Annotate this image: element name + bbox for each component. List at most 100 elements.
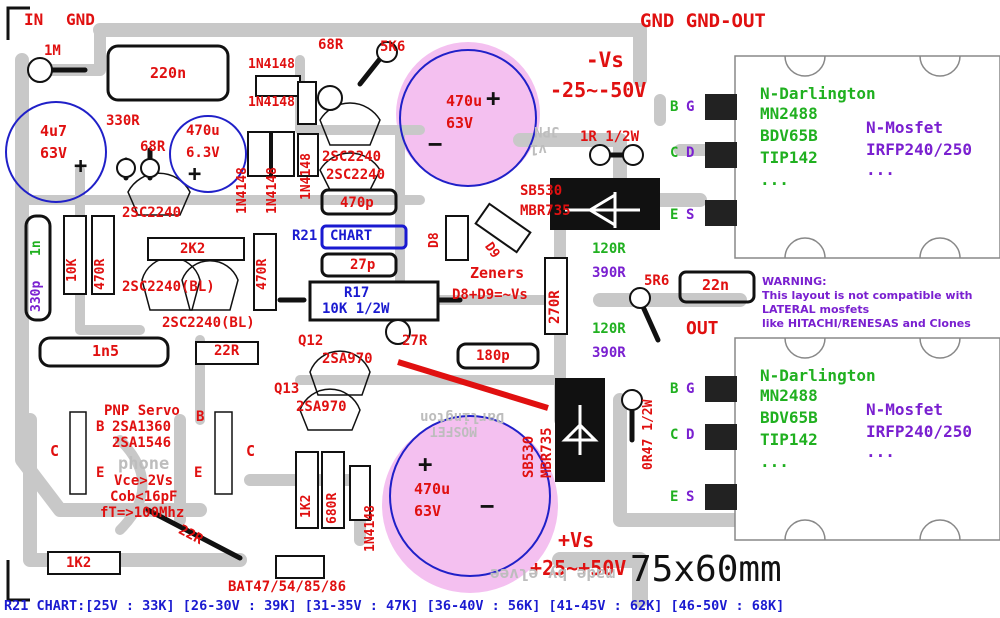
d8-label: D8 <box>427 232 442 248</box>
darlington-part-1-top: MN2488 <box>760 104 818 123</box>
r-5k6-label: 5K6 <box>380 39 406 55</box>
r-470r-a-label: 470R <box>93 258 108 290</box>
c-4u7-label: 4u7 <box>40 122 68 140</box>
r-27r-label: 27R <box>402 333 428 349</box>
servo-part-1: 2SA1360 <box>112 419 172 435</box>
neg-rail-label: -Vs <box>586 48 624 72</box>
warning-line-2: This layout is not compatible with <box>762 289 973 302</box>
c-470p-label: 470p <box>340 195 374 211</box>
r17-value: 10K 1/2W <box>322 301 390 317</box>
servo-pin-c-left: C <box>50 442 60 460</box>
r-390r-b-label: 390R <box>592 345 626 361</box>
diode-1n4148-c: 1N4148 <box>235 167 250 214</box>
c-470u-small-label: 470u <box>186 123 220 139</box>
component-outlines <box>24 44 756 370</box>
servo-pin-b-right: B <box>196 409 205 425</box>
servo-part-2: 2SA1546 <box>112 435 172 451</box>
pin-s-bottom: S <box>686 489 695 505</box>
servo-spec-2: Cob<16pF <box>110 489 178 505</box>
watermark-made-by: made by elvee <box>490 565 616 584</box>
pin-b-bottom: B <box>670 381 679 397</box>
r-120r-b-label: 120R <box>592 321 626 337</box>
r-68r-top-label: 68R <box>318 37 344 53</box>
diode-1n4148-d: 1N4148 <box>265 167 280 214</box>
q-2sc2240-bl-a: 2SC2240(BL) <box>122 279 215 295</box>
diode-1n4148-f: 1N4148 <box>363 505 378 552</box>
r-10k-label: 10K <box>65 258 80 282</box>
q-2sc2240-c: 2SC2240 <box>326 167 386 183</box>
pin-s-top: S <box>686 207 695 223</box>
r-1r-label: 1R 1/2W <box>580 129 640 145</box>
output-device-holes <box>784 55 961 541</box>
pos-rail-label: +Vs <box>558 528 595 552</box>
r21-chart-label: CHART <box>330 228 373 244</box>
pin-b-top: B <box>670 99 679 115</box>
output-device-pins <box>705 94 737 510</box>
watermark-v1: v1 <box>530 141 547 157</box>
board-size: 75x60mm <box>630 549 782 590</box>
pin-c-bottom: C <box>670 427 679 443</box>
pin-e-top: E <box>670 207 679 223</box>
q-2sc2240-a: 2SC2240 <box>122 205 182 221</box>
warning-line-4: like HITACHI/RENESAS and Clones <box>762 317 971 330</box>
darlington-part-1-bottom: MN2488 <box>760 386 818 405</box>
cap-highlight-top <box>396 42 540 186</box>
watermark-jpn: JPN <box>534 123 560 139</box>
c-470u-top-plus: + <box>486 84 501 112</box>
r21-label: R21 <box>292 228 318 244</box>
mbr735-b-label: MBR735 <box>539 427 555 478</box>
darlington-more-top: ... <box>760 170 789 189</box>
cap-highlight-bottom <box>382 417 558 593</box>
r-1k2-b-label: 1K2 <box>66 555 92 571</box>
input-gnd-label: GND <box>66 10 95 29</box>
warning-line-1: WARNING: <box>762 275 827 288</box>
signal-diodes <box>247 75 532 579</box>
mosfet-more-top: ... <box>866 160 895 179</box>
c-22n-label: 22n <box>702 276 730 294</box>
electrolytic-caps <box>5 49 551 577</box>
output-label: OUT <box>686 318 719 339</box>
servo-spec-3: fT=>100Mhz <box>100 505 185 521</box>
servo-pin-c-right: C <box>246 442 256 460</box>
darlington-title-bottom: N-Darlington <box>760 366 876 385</box>
pin-d-bottom: D <box>686 427 695 443</box>
watermark-phone: phone <box>118 454 170 474</box>
servo-pin-b-left: B <box>96 419 105 435</box>
watermark-darlington: Darlington <box>420 409 505 425</box>
pos-rail-range: +25~+50V <box>530 556 627 580</box>
q12-label: Q12 <box>298 333 324 349</box>
c-1n5-label: 1n5 <box>92 342 120 360</box>
mosfet-part-1-bottom: IRFP240/250 <box>866 422 972 441</box>
r-120r-a-label: 120R <box>592 241 626 257</box>
c-470u-small-voltage: 6.3V <box>186 145 220 161</box>
pads <box>27 41 651 411</box>
resistor-bodies <box>47 215 568 575</box>
watermark-mosfet: MOSFET <box>430 423 477 438</box>
c-470u-top-voltage: 63V <box>446 114 474 132</box>
schottky-symbols <box>561 192 640 455</box>
r-680r-label: 680R <box>325 492 340 524</box>
q12-part: 2SA970 <box>322 351 373 367</box>
gnd-out-label: GND GND-OUT <box>640 10 766 32</box>
c-470u-bottom-minus: − <box>480 492 495 520</box>
neg-rail-range: -25~-50V <box>550 78 647 102</box>
darlington-part-2-bottom: BDV65B <box>760 408 818 427</box>
jumper-wire <box>397 359 549 411</box>
mbr735-a-label: MBR735 <box>520 203 571 219</box>
pin-c-top: C <box>670 145 679 161</box>
r-330r-label: 330R <box>106 113 140 129</box>
pin-g-bottom: G <box>686 381 695 397</box>
q13-label: Q13 <box>274 381 300 397</box>
diode-1n4148-b: 1N4148 <box>248 95 295 110</box>
diode-1n4148-e: 1N4148 <box>299 153 314 200</box>
bat-diode-label: BAT47/54/85/86 <box>228 579 347 595</box>
darlington-part-2-top: BDV65B <box>760 126 818 145</box>
r-22r-a-label: 22R <box>214 343 240 359</box>
input-label: IN <box>24 10 44 29</box>
mosfet-more-bottom: ... <box>866 442 895 461</box>
r-1k2-a-label: 1K2 <box>299 494 314 518</box>
c-470u-bottom-voltage: 63V <box>414 502 442 520</box>
servo-spec-1: Vce>2Vs <box>114 473 174 489</box>
warning-line-3: LATERAL mosfets <box>762 303 870 316</box>
